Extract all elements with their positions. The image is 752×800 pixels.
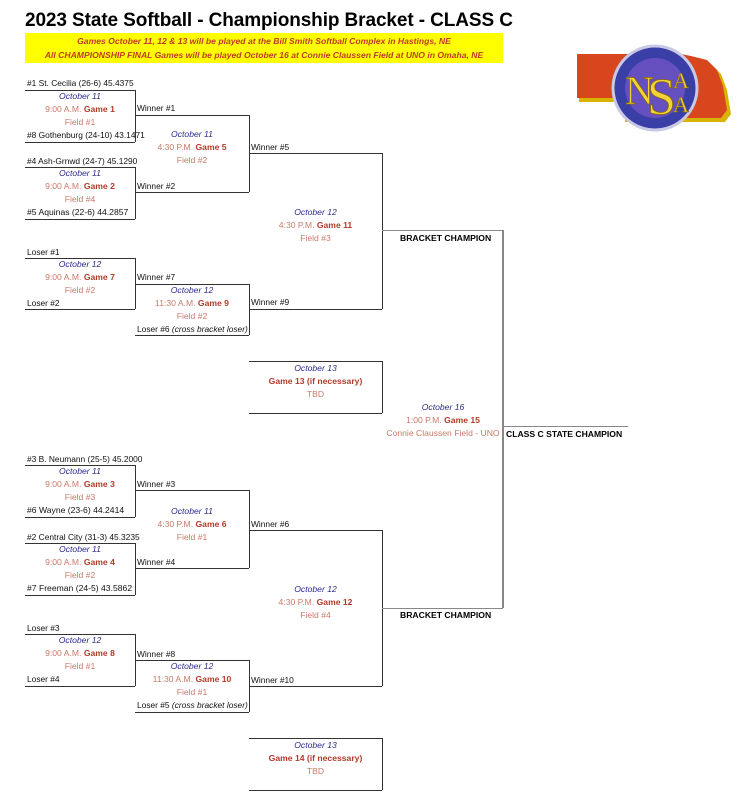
game-date: October 12 (170, 661, 214, 671)
bracket-champion-label: BRACKET CHAMPION (400, 233, 492, 243)
game-time: 11:30 A.M. Game 10 (152, 674, 232, 684)
team-slot: Winner #5 (251, 142, 290, 152)
team-slot: Winner #2 (137, 181, 176, 191)
team-slot: Winner #4 (137, 557, 176, 567)
game-time: 4:30 P.M. Game 12 (278, 597, 353, 607)
game-time: 4:30 P.M. Game 5 (157, 142, 227, 152)
team-slot: #7 Freeman (24-5) 43.5862 (27, 583, 133, 593)
game-time: 9:00 A.M. Game 3 (45, 479, 115, 489)
game-field: Field #1 (64, 661, 96, 671)
game-date: October 11 (59, 544, 101, 554)
game-date: October 12 (58, 635, 102, 645)
game-field: Field #3 (300, 233, 331, 243)
team-slot: #6 Wayne (23-6) 44.2414 (27, 505, 125, 515)
game-time: 1:00 P.M. Game 15 (406, 415, 480, 425)
team-slot: Winner #6 (251, 519, 290, 529)
schedule-banner: Games October 11, 12 & 13 will be played… (25, 33, 503, 63)
team-slot: Winner #8 (137, 649, 176, 659)
game-date: October 12 (294, 207, 337, 217)
svg-text:S: S (647, 69, 676, 126)
team-slot: #1 St. Cecilia (26-6) 45.4375 (27, 78, 134, 88)
team-slot: Loser #1 (27, 247, 60, 257)
team-slot: Winner #7 (137, 272, 176, 282)
game-time: 9:00 A.M. Game 7 (45, 272, 115, 282)
game-date: October 12 (294, 584, 337, 594)
team-slot: #3 B. Neumann (25-5) 45.2000 (27, 454, 143, 464)
game-date: October 11 (171, 129, 213, 139)
game-date: October 16 (421, 402, 465, 412)
team-slot: Loser #6 (cross bracket loser) (137, 324, 248, 334)
game-time: 4:30 P.M. Game 6 (157, 519, 227, 529)
game-field: Connie Claussen Field - UNO (386, 428, 500, 438)
game-time: 9:00 A.M. Game 2 (45, 181, 115, 191)
game-field: Field #1 (176, 532, 208, 542)
nsaa-logo-icon: N S A A (575, 40, 737, 132)
game-date: October 11 (171, 506, 213, 516)
game-date: October 11 (59, 168, 101, 178)
banner-line-2: All CHAMPIONSHIP FINAL Games will be pla… (44, 50, 484, 60)
game-field: Field #4 (300, 610, 331, 620)
team-slot: Winner #10 (251, 675, 294, 685)
team-slot: Winner #3 (137, 479, 176, 489)
game-field: TBD (306, 389, 325, 399)
svg-text:A: A (673, 68, 689, 93)
game-date: October 12 (170, 285, 214, 295)
game-number: Game 13 (if necessary) (268, 376, 363, 386)
game-date: October 11 (59, 466, 101, 476)
game-time: 9:00 A.M. Game 4 (45, 557, 115, 567)
game-field: Field #2 (176, 311, 208, 321)
team-slot: #2 Central City (31-3) 45.3235 (27, 532, 140, 542)
banner-line-1: Games October 11, 12 & 13 will be played… (77, 36, 451, 46)
svg-text:N: N (625, 68, 654, 113)
bracket-champion-label: BRACKET CHAMPION (400, 610, 492, 620)
team-slot: Winner #1 (137, 103, 176, 113)
game-date: October 12 (58, 259, 102, 269)
game-field: Field #2 (64, 570, 96, 580)
team-slot: #5 Aquinas (22-6) 44.2857 (27, 207, 129, 217)
team-slot: Winner #9 (251, 297, 290, 307)
team-slot: Loser #5 (cross bracket loser) (137, 700, 248, 710)
svg-text:A: A (673, 92, 689, 117)
game-field: Field #3 (64, 492, 96, 502)
game-field: Field #1 (64, 117, 96, 127)
game-date: October 13 (294, 740, 337, 750)
game-date: October 11 (59, 91, 101, 101)
game-number: Game 14 (if necessary) (268, 753, 363, 763)
state-champion-label: CLASS C STATE CHAMPION (506, 429, 623, 439)
game-time: 9:00 A.M. Game 1 (45, 104, 115, 114)
game-field: Field #2 (64, 285, 96, 295)
game-date: October 13 (294, 363, 337, 373)
game-field: Field #4 (64, 194, 96, 204)
game-time: 11:30 A.M. Game 9 (155, 298, 229, 308)
team-slot: #8 Gothenburg (24-10) 43.1471 (27, 130, 145, 140)
game-time: 9:00 A.M. Game 8 (45, 648, 115, 658)
team-slot: Loser #2 (27, 298, 60, 308)
game-field: TBD (306, 766, 325, 776)
page-title: 2023 State Softball - Championship Brack… (25, 10, 513, 31)
game-field: Field #1 (176, 687, 208, 697)
team-slot: Loser #4 (27, 674, 60, 684)
game-field: Field #2 (176, 155, 208, 165)
game-time: 4:30 P.M. Game 11 (278, 220, 353, 230)
team-slot: #4 Ash-Grnwd (24-7) 45.1290 (27, 156, 138, 166)
team-slot: Loser #3 (27, 623, 60, 633)
